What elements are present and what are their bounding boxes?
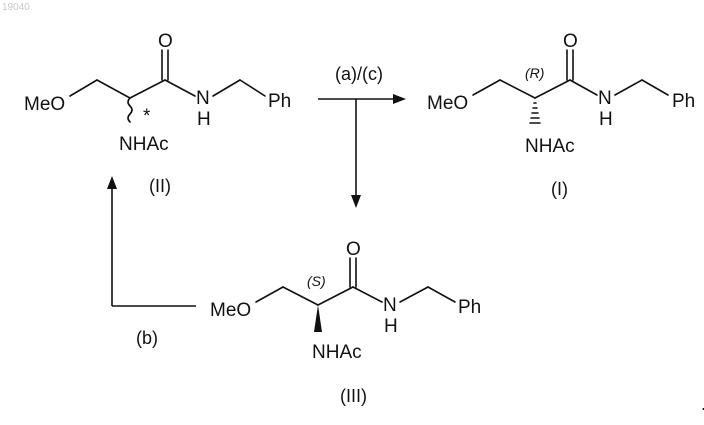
bond [318, 287, 353, 305]
bond [283, 287, 318, 305]
bond [473, 80, 500, 95]
bond [428, 287, 455, 302]
hashed-wedge-bond [530, 103, 540, 123]
compound-iii-label: (III) [340, 386, 367, 406]
resolution-conditions-label: (a)/(c) [335, 64, 383, 84]
bond [70, 80, 97, 96]
bond [213, 80, 240, 96]
phenyl-group: Ph [268, 91, 291, 112]
carbonyl-oxygen: O [158, 31, 173, 52]
solid-wedge-bond [314, 305, 322, 332]
amide-nitrogen: N [196, 88, 210, 109]
watermark: 19040 [2, 2, 30, 13]
acetamido-group: NHAc [312, 342, 362, 363]
amide-hydrogen: H [384, 316, 398, 337]
amide-hydrogen: H [197, 109, 211, 130]
acetamido-group: NHAc [525, 136, 575, 157]
racemization-condition-label: (b) [136, 328, 158, 348]
bond [535, 80, 570, 98]
bond [130, 80, 165, 98]
compound-ii-structure: MeO O N H Ph * NHAc (II) [24, 31, 291, 196]
bond [570, 80, 597, 95]
methoxy-group: MeO [427, 93, 468, 114]
amide-nitrogen: N [598, 88, 612, 109]
bond [615, 80, 642, 95]
methoxy-group: MeO [210, 300, 251, 321]
phenyl-group: Ph [672, 91, 695, 112]
acetamido-group: NHAc [119, 134, 169, 155]
stereo-descriptor-r: (R) [525, 65, 544, 81]
phenyl-group: Ph [458, 297, 481, 318]
wavy-bond [128, 98, 132, 122]
compound-iii-structure: MeO O N H Ph (S) NHAc (III) [210, 239, 481, 406]
bond [400, 287, 428, 302]
compound-i-label: (I) [551, 179, 568, 199]
bond [165, 80, 195, 96]
bond [500, 80, 535, 98]
carbonyl-oxygen: O [346, 239, 361, 260]
stereocenter-star: * [143, 106, 151, 127]
compound-ii-label: (II) [149, 176, 171, 196]
compound-i-structure: MeO O N H Ph (R) NHAc (I) [427, 31, 695, 199]
stereo-descriptor-s: (S) [307, 273, 326, 289]
resolution-arrow [318, 94, 406, 208]
bond [97, 80, 130, 98]
amide-nitrogen: N [383, 295, 397, 316]
bond [256, 287, 283, 302]
methoxy-group: MeO [24, 94, 65, 115]
carbonyl-oxygen: O [563, 31, 578, 52]
bond [353, 287, 382, 302]
bond [642, 80, 668, 95]
bond [240, 80, 265, 96]
amide-hydrogen: H [599, 109, 613, 130]
